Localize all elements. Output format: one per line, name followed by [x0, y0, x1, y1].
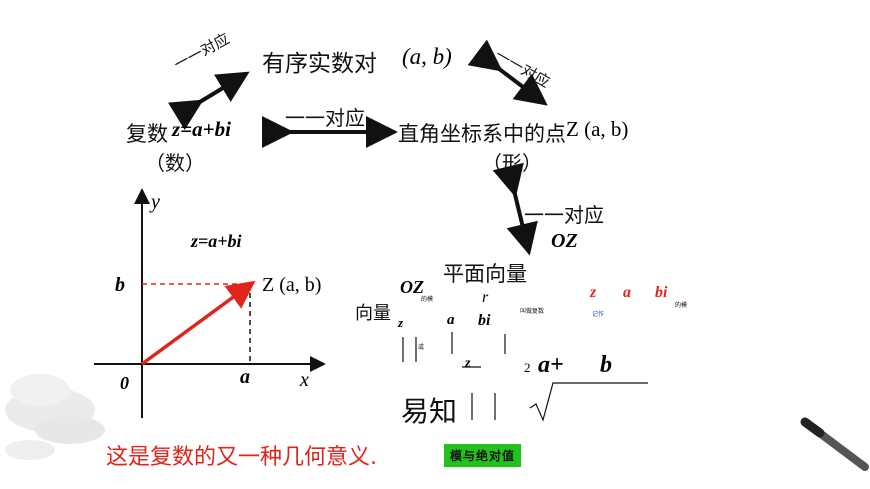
z-red: z: [590, 284, 597, 301]
b-axis-label: b: [115, 274, 125, 296]
vector-label: 向量: [355, 303, 391, 324]
graph-point-label: Z (a, b): [262, 274, 322, 296]
oz-vector-1: OZ: [551, 230, 578, 252]
small-text-3: 的模: [675, 302, 688, 309]
oz-vector-2: OZ: [400, 277, 424, 297]
two-label: 2: [524, 360, 531, 375]
z-abs: z: [465, 356, 471, 371]
complex-tag: （数）: [145, 151, 205, 175]
bottom-sentence: 这是复数的又一种几何意义.: [106, 445, 377, 470]
corr-middle-label: 一一对应: [285, 106, 365, 130]
point-label: 直角坐标系中的点: [398, 122, 566, 146]
a-red: a: [623, 284, 631, 301]
a-black: a: [447, 312, 455, 328]
small-text-5: 或: [418, 344, 425, 351]
point-tag: （形）: [482, 151, 542, 175]
small-text-1: 的模: [421, 296, 434, 303]
arrow-topleft: [168, 71, 250, 130]
point-expr: Z (a, b): [566, 117, 629, 141]
brush-icon: [800, 417, 869, 471]
arrow-right-vertical: [492, 162, 538, 256]
flower-decoration-icon: [5, 374, 105, 460]
small-text-2: 叫做复数: [520, 308, 545, 315]
small-text-4: 记作: [592, 311, 605, 318]
bi-black: bi: [478, 312, 491, 329]
b-label: b: [600, 352, 612, 378]
a-plus: a+: [538, 352, 564, 378]
complex-label: 复数: [126, 122, 168, 146]
ordered-pair-math: (a, b): [402, 44, 452, 69]
easy-label: 易知: [401, 395, 458, 428]
origin-label: 0: [120, 373, 129, 393]
modulus-badge[interactable]: 模与绝对值: [444, 444, 522, 467]
ordered-pair-label: 有序实数对: [262, 51, 377, 77]
z-black: z: [398, 315, 404, 330]
a-axis-label: a: [240, 366, 250, 388]
corr-right-label: 一一对应: [524, 203, 604, 227]
graph-equation: z=a+bi: [191, 231, 242, 251]
complex-expr: z=a+bi: [172, 117, 231, 141]
bi-red: bi: [655, 284, 668, 301]
arrow-topright: [467, 39, 548, 106]
r-label: r: [482, 289, 489, 306]
x-axis-label: x: [300, 369, 309, 391]
sqrt-sign: [529, 382, 648, 422]
vector-oz: [140, 280, 256, 366]
plane-vector-label: 平面向量: [443, 262, 527, 286]
y-axis-label: y: [151, 191, 160, 213]
